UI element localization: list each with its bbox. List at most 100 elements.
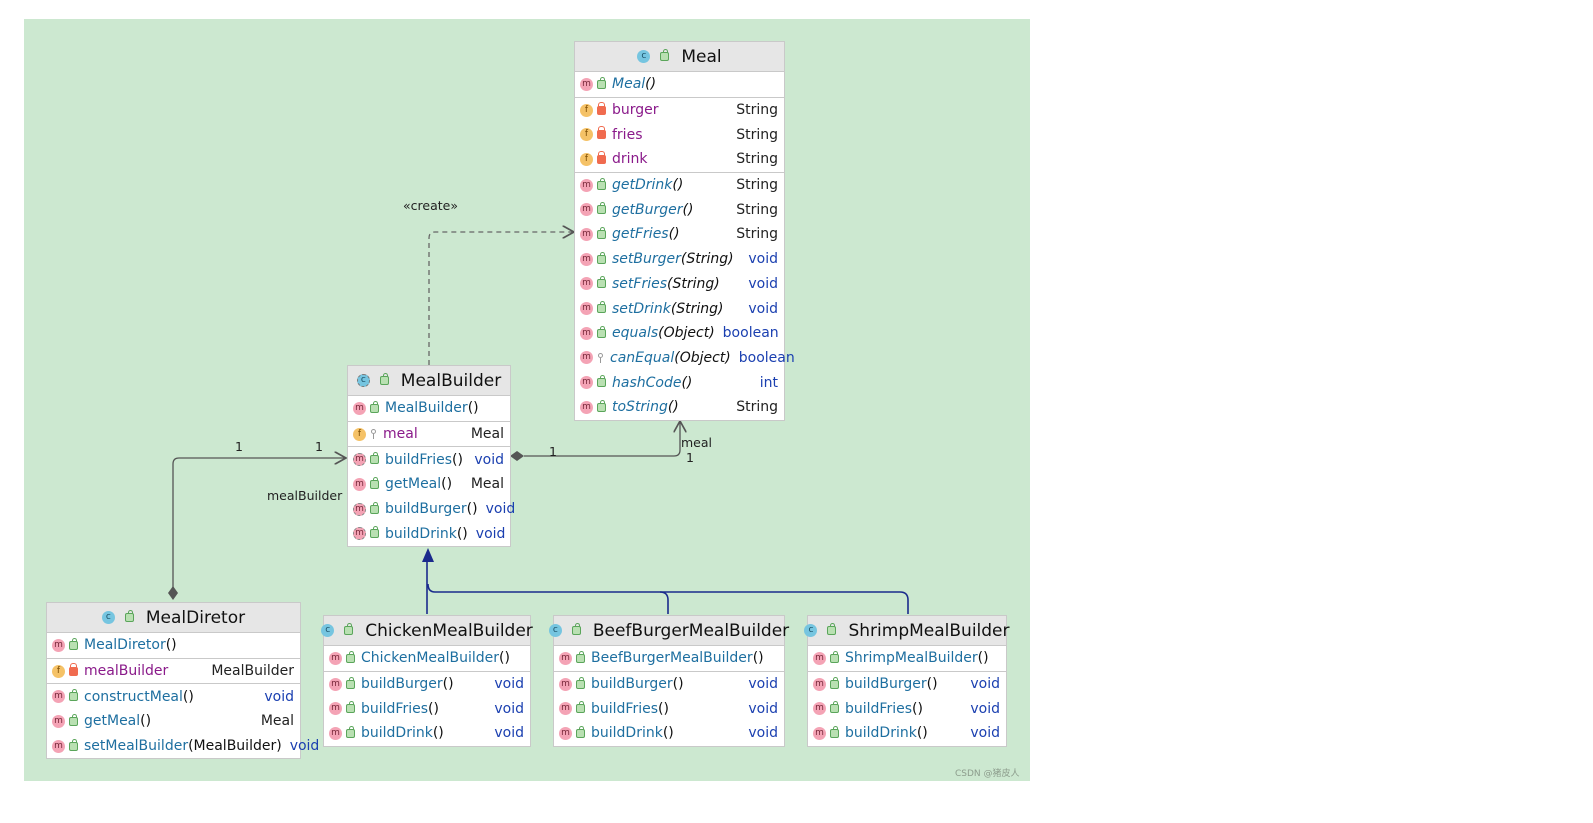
class-meal[interactable]: c Meal m Meal() f burger String f fries … <box>574 41 795 421</box>
watermark: CSDN @猪皮人 <box>955 769 1020 779</box>
return-type: void <box>494 700 524 717</box>
class-header: c Meal <box>575 42 784 72</box>
public-icon <box>597 301 606 314</box>
field-icon: f <box>580 128 593 142</box>
method-icon: m <box>813 677 826 691</box>
member-params: () <box>442 676 454 693</box>
member-params: (Object) <box>674 349 731 366</box>
member-params: () <box>452 451 463 468</box>
member-name: canEqual <box>610 349 675 366</box>
member-name: buildDrink <box>591 725 663 742</box>
method-icon: m <box>580 277 593 291</box>
field-row[interactable]: f fries String <box>575 122 784 147</box>
member-name: hashCode <box>612 374 682 391</box>
return-type: void <box>970 725 1000 742</box>
member-name: setMealBuilder <box>84 738 189 755</box>
return-type: void <box>748 700 778 717</box>
member-name: getMeal <box>385 476 442 493</box>
member-name: buildFries <box>385 451 453 468</box>
constructor-row[interactable]: m Meal() <box>575 72 784 97</box>
public-icon <box>830 701 839 714</box>
return-type: void <box>748 275 778 292</box>
multiplicity-label: 1 <box>315 439 323 454</box>
method-icon: m <box>559 702 572 716</box>
member-params: () <box>467 400 479 417</box>
public-icon <box>370 526 379 539</box>
field-row[interactable]: f burger String <box>575 98 784 123</box>
member-params: () <box>165 637 177 654</box>
method-icon: m <box>329 677 342 691</box>
public-icon <box>69 713 78 726</box>
public-icon <box>830 676 839 689</box>
class-name: ChickenMealBuilder <box>365 620 533 641</box>
member-params: () <box>682 201 694 218</box>
member-name: setBurger <box>612 251 681 268</box>
return-type: void <box>485 501 516 518</box>
member-name: setFries <box>612 275 668 292</box>
member-params: () <box>916 725 928 742</box>
method-icon: m <box>580 376 593 390</box>
field-row[interactable]: f drink String <box>575 147 784 172</box>
public-icon <box>597 76 606 89</box>
method-icon: m <box>559 726 572 740</box>
method-icon: m <box>329 726 342 740</box>
public-icon <box>346 701 355 714</box>
builder-meal-composition <box>524 421 680 457</box>
field-type: MealBuilder <box>211 663 294 680</box>
class-icon: c <box>321 624 335 637</box>
public-icon <box>370 400 379 413</box>
composition-diamond-diretor <box>168 586 178 600</box>
field-name: fries <box>612 126 643 143</box>
member-name: buildBurger <box>361 676 443 693</box>
member-name: buildBurger <box>385 501 467 518</box>
return-type: Meal <box>470 476 504 493</box>
field-name: mealBuilder <box>84 663 169 680</box>
class-header: c ChickenMealBuilder <box>321 616 533 646</box>
class-icon: c <box>804 624 818 637</box>
member-params: () <box>672 177 684 194</box>
member-params: () <box>466 501 478 518</box>
field-type: String <box>736 102 778 119</box>
